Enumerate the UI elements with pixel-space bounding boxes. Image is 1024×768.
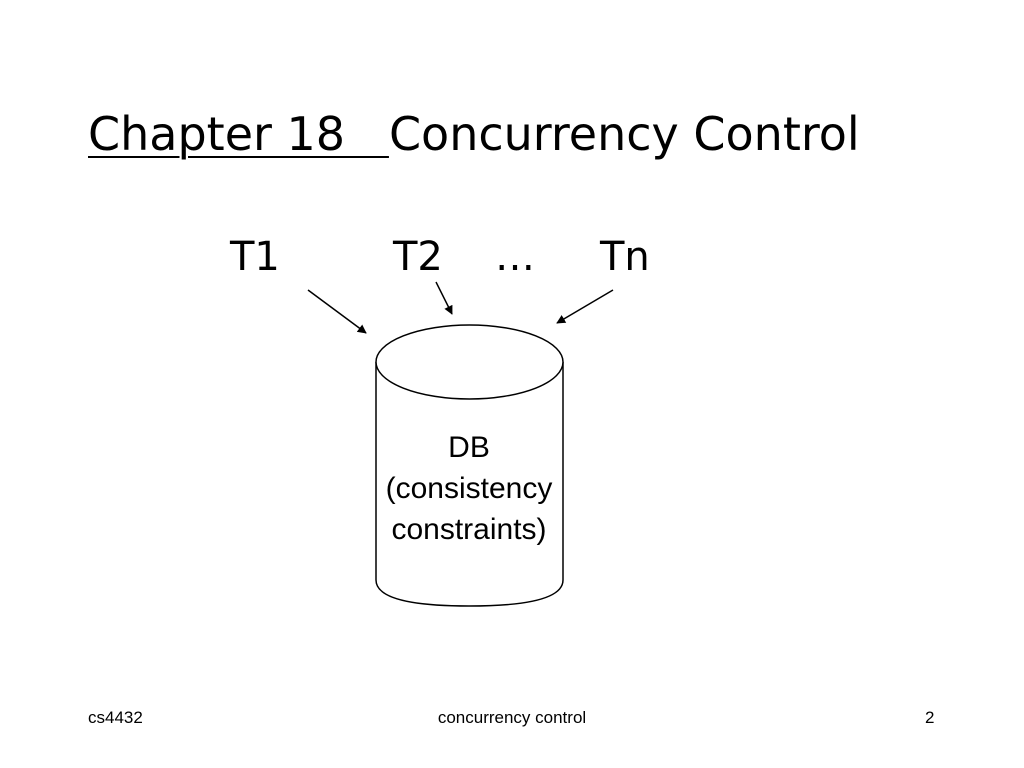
database-cylinder	[375, 324, 564, 607]
database-label-line-3: constraints)	[391, 513, 547, 546]
transaction-label-tn: Tn	[600, 234, 650, 280]
arrow-tn-to-db	[556, 289, 614, 324]
title-chapter: Chapter 18	[88, 107, 389, 161]
footer-topic: concurrency control	[437, 708, 587, 727]
title-topic: Concurrency Control	[388, 107, 860, 161]
database-label: DB (consistency constraints)	[360, 427, 578, 550]
arrow-t1-to-db	[307, 289, 367, 334]
footer-page-number: 2	[925, 708, 935, 727]
slide-title: Chapter 18 Concurrency Control	[88, 104, 860, 164]
cylinder-top	[375, 324, 564, 400]
database-label-line-2: (consistency	[385, 472, 553, 505]
database-label-line-1: DB	[448, 431, 490, 464]
transaction-label-t2: T2	[393, 234, 443, 280]
footer-course-code: cs4432	[88, 708, 143, 727]
cylinder-body	[375, 362, 564, 607]
transaction-label-t1: T1	[230, 234, 280, 280]
transaction-label-ellipsis: …	[495, 234, 535, 280]
arrow-t2-to-db	[435, 281, 453, 315]
